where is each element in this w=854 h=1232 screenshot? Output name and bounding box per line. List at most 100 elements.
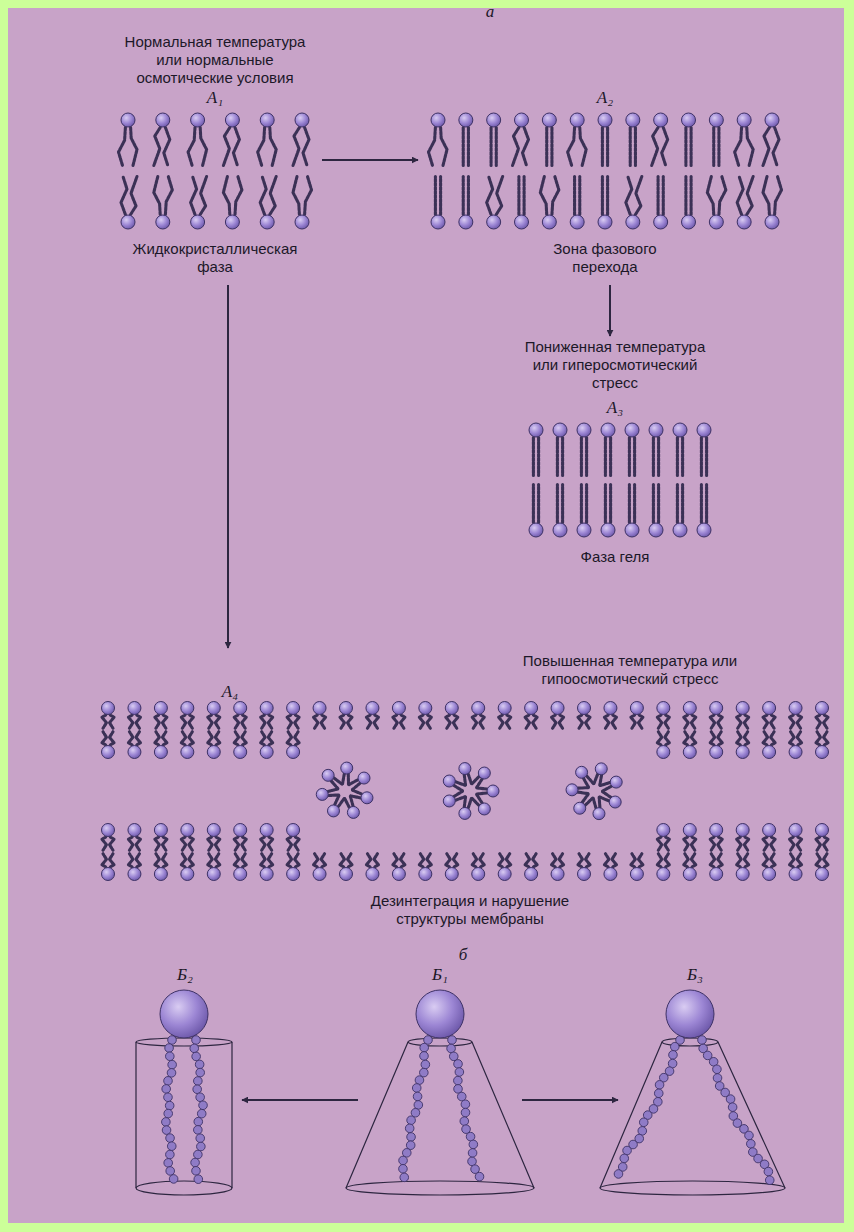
lipid-tail	[691, 732, 696, 745]
lipid-tail	[155, 837, 160, 850]
lipid-tail	[154, 177, 160, 215]
chain-bead	[698, 1036, 707, 1045]
lipid-tail	[439, 177, 442, 215]
lipid-tail	[441, 128, 447, 166]
lipid-head	[604, 702, 617, 715]
lipid-tail	[454, 785, 463, 790]
lipid-tail	[293, 128, 299, 166]
lipid-tail	[578, 177, 581, 215]
lipid-tail	[559, 854, 564, 867]
lipid-head	[525, 702, 538, 715]
lipid-head	[710, 702, 723, 715]
chain-bead	[420, 1052, 429, 1061]
lipid-tail	[594, 774, 598, 783]
stage-node: А₄Повышенная температура или гипоосмотич…	[95, 650, 835, 935]
lipid-head	[765, 113, 779, 127]
lipid-tail	[628, 438, 631, 476]
lipid-tail	[472, 776, 479, 783]
lipid-tail	[700, 438, 703, 476]
lipid-head	[459, 807, 471, 819]
shape-outline	[600, 1042, 785, 1188]
chain-bead	[192, 1052, 201, 1061]
lipid-head	[260, 746, 273, 759]
lipid-tail	[612, 715, 617, 728]
lipid-head	[154, 824, 167, 837]
lipid-head	[121, 215, 135, 229]
lipid-head	[313, 868, 326, 881]
lipid-head	[574, 802, 586, 814]
shape-outline	[600, 1181, 785, 1195]
lipid-head	[789, 824, 802, 837]
lipid-head	[598, 113, 612, 127]
lipid-head	[154, 868, 167, 881]
text-slot: Пониженная температура или гиперосмотиче…	[515, 338, 715, 392]
lipid-tail	[657, 715, 662, 728]
lipid-tail	[681, 438, 684, 476]
lipid-tail	[464, 775, 465, 785]
lipid-head	[595, 763, 607, 775]
lipid-tail	[208, 854, 213, 867]
lipid-tail	[775, 177, 782, 215]
chain-bead	[165, 1044, 174, 1053]
lipid-tail	[606, 177, 609, 215]
lipid-tail	[657, 177, 660, 215]
chain-bead	[166, 1150, 175, 1159]
chain-bead	[196, 1134, 205, 1143]
lipid-tail	[737, 837, 742, 850]
stage-node: Нормальная температура или нормальные ос…	[110, 15, 320, 283]
lipid-tail	[419, 715, 424, 728]
liquid-crystal-bilayer	[119, 113, 312, 229]
text-slot: б	[443, 945, 483, 964]
lipid-tail	[260, 177, 266, 215]
lipid-tail	[824, 715, 829, 728]
lipid-head	[566, 784, 578, 796]
lipid-head	[487, 785, 499, 797]
lipid-tail	[580, 438, 583, 476]
lipid-head	[649, 523, 663, 537]
chain-bead	[747, 1140, 756, 1149]
text-slot: Зона фазового перехода	[540, 240, 670, 276]
lipid-head	[322, 769, 334, 781]
lipid-tail	[208, 715, 213, 728]
lipid-head	[578, 868, 591, 881]
lipid-head	[816, 702, 829, 715]
shape-label: Б₃	[620, 965, 770, 984]
lipid-head	[154, 746, 167, 759]
lipid-tail	[208, 732, 213, 745]
chain-bead	[623, 1146, 632, 1155]
lipid-head	[737, 215, 751, 229]
lipid-tail	[710, 715, 715, 728]
lipid-tail	[110, 732, 115, 745]
lipid-tail	[771, 854, 776, 867]
transition-arrow	[227, 285, 229, 648]
lipid-tail	[657, 438, 660, 476]
lipid-tail	[638, 854, 643, 867]
lipid-tail	[684, 715, 689, 728]
chain-bead	[655, 1081, 664, 1090]
shape-outline	[136, 1181, 232, 1195]
lipid-tail	[585, 438, 588, 476]
stage-label: А₃	[500, 398, 730, 417]
lipid-tail	[609, 438, 612, 476]
lipid-tail	[684, 837, 689, 850]
lipid-tail	[393, 854, 398, 867]
chain-bead	[194, 1077, 203, 1086]
lipid-tail	[454, 791, 463, 796]
lipid-head	[366, 702, 379, 715]
lipid-head	[657, 824, 670, 837]
lipid-head	[649, 423, 663, 437]
lipid-head	[601, 523, 615, 537]
lipid-tail	[604, 715, 609, 728]
lipid-head	[225, 113, 239, 127]
lipid-head	[121, 113, 135, 127]
chain-bead	[415, 1076, 424, 1085]
lipid-tail	[343, 774, 345, 784]
lipid-head	[102, 746, 115, 759]
lipid-tail	[763, 854, 768, 867]
lipid-tail	[763, 837, 768, 850]
lipid-head	[478, 803, 490, 815]
chain-bead	[614, 1170, 623, 1179]
lipid-tail	[601, 128, 604, 166]
shape-outline	[136, 1038, 232, 1046]
